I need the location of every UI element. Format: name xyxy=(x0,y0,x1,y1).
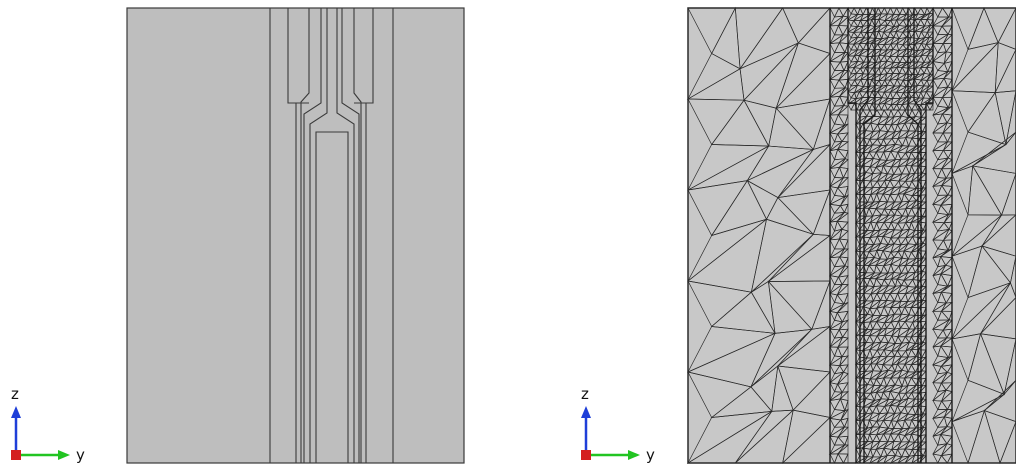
y-axis-label: y xyxy=(646,446,655,464)
z-axis-arrowhead xyxy=(11,406,21,418)
z-axis-arrowhead xyxy=(581,406,591,418)
mesh-view xyxy=(686,6,1016,465)
y-axis-label: y xyxy=(76,446,85,464)
axis-triad-left: z y xyxy=(11,385,85,464)
y-axis-arrowhead xyxy=(58,450,70,460)
y-axis-arrowhead xyxy=(628,450,640,460)
geometry-view xyxy=(126,7,465,464)
geometry-edges xyxy=(269,8,394,463)
mesh-domain-edges xyxy=(829,8,953,463)
axis-triad-right: z y xyxy=(581,385,655,464)
z-axis-label: z xyxy=(11,385,19,403)
mesh-element xyxy=(999,421,1016,464)
mesh-element xyxy=(929,103,934,111)
z-axis-label: z xyxy=(581,385,589,403)
mesh-triangles xyxy=(686,6,1016,465)
mesh-element xyxy=(842,453,849,464)
x-axis-origin-marker xyxy=(11,450,21,460)
mesh-background xyxy=(687,7,1016,464)
x-axis-origin-marker xyxy=(581,450,591,460)
